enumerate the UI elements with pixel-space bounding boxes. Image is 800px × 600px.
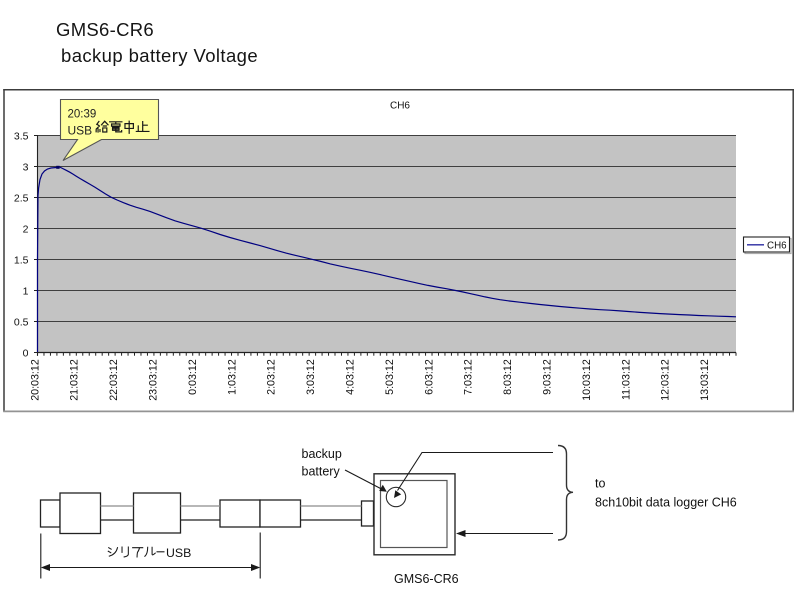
svg-text:7:03:12: 7:03:12 xyxy=(463,359,475,395)
svg-text:USB: USB xyxy=(68,123,93,137)
svg-text:22:03:12: 22:03:12 xyxy=(108,359,120,401)
svg-text:1: 1 xyxy=(23,285,29,297)
svg-text:5:03:12: 5:03:12 xyxy=(384,359,396,395)
svg-text:GMS6-CR6: GMS6-CR6 xyxy=(394,572,459,586)
svg-text:0:03:12: 0:03:12 xyxy=(187,359,199,395)
svg-text:23:03:12: 23:03:12 xyxy=(148,359,160,401)
svg-text:20:03:12: 20:03:12 xyxy=(29,359,41,401)
svg-text:3.5: 3.5 xyxy=(14,130,29,142)
svg-text:1.5: 1.5 xyxy=(14,254,29,266)
svg-text:21:03:12: 21:03:12 xyxy=(69,359,81,401)
svg-text:20:39: 20:39 xyxy=(68,108,97,120)
svg-text:to: to xyxy=(595,477,605,491)
svg-text:battery: battery xyxy=(302,465,341,479)
svg-text:2:03:12: 2:03:12 xyxy=(266,359,278,395)
svg-text:3: 3 xyxy=(23,161,29,173)
svg-text:1:03:12: 1:03:12 xyxy=(226,359,238,395)
svg-text:0.5: 0.5 xyxy=(14,316,29,328)
svg-text:CH6: CH6 xyxy=(390,101,410,112)
svg-text:3:03:12: 3:03:12 xyxy=(305,359,317,395)
svg-text:2: 2 xyxy=(23,223,29,235)
svg-text:8ch10bit data logger CH6: 8ch10bit data logger CH6 xyxy=(595,496,737,510)
svg-text:13:03:12: 13:03:12 xyxy=(699,359,711,401)
svg-text:11:03:12: 11:03:12 xyxy=(620,359,632,400)
svg-text:2.5: 2.5 xyxy=(14,192,29,204)
svg-text:backup: backup xyxy=(302,447,342,461)
svg-text:6:03:12: 6:03:12 xyxy=(423,359,435,395)
svg-text:8:03:12: 8:03:12 xyxy=(502,359,514,395)
svg-text:CH6: CH6 xyxy=(767,241,787,252)
svg-text:9:03:12: 9:03:12 xyxy=(542,359,554,395)
svg-text:0: 0 xyxy=(23,347,29,359)
svg-text:USB: USB xyxy=(166,546,191,560)
svg-text:10:03:12: 10:03:12 xyxy=(581,359,593,401)
svg-text:12:03:12: 12:03:12 xyxy=(660,359,672,401)
svg-text:4:03:12: 4:03:12 xyxy=(345,359,357,395)
